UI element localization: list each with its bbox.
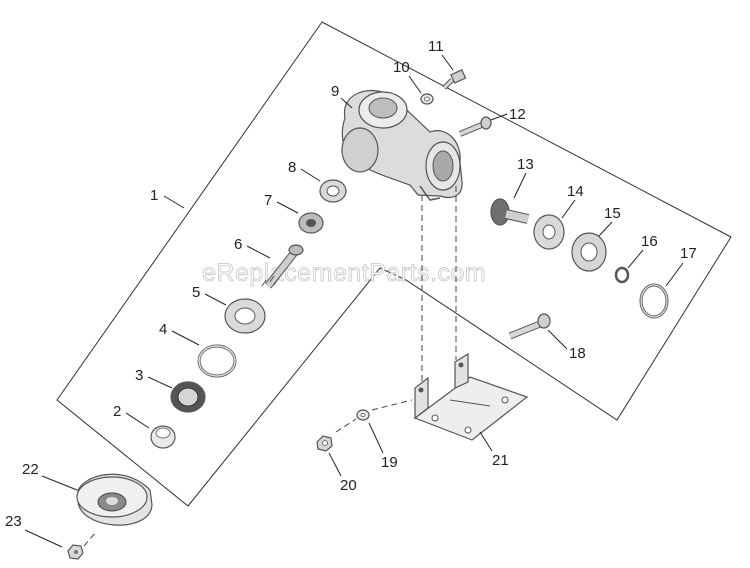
callout-9: 9 [331,83,339,100]
callout-21: 21 [492,452,509,469]
part-13-bevel-gear[interactable] [490,198,530,226]
part-19-washer[interactable] [356,409,370,421]
callout-12: 12 [509,106,526,123]
part-22-cup[interactable] [76,473,153,526]
part-21-bracket[interactable] [413,352,529,441]
part-3-seal[interactable] [170,381,206,413]
part-16-washer[interactable] [614,266,630,284]
part-18-bolt[interactable] [508,313,551,340]
callouts: 1 2 3 4 5 6 7 8 9 10 11 12 13 14 15 16 1 [5,38,697,548]
assembly-boundary [56,21,732,507]
callout-2: 2 [113,403,121,420]
part-15-bearing[interactable] [571,232,607,272]
callout-18: 18 [569,345,586,362]
part-14-bearing[interactable] [533,214,565,250]
callout-15: 15 [604,205,621,222]
part-10-washer[interactable] [420,93,434,105]
callout-1: 1 [150,187,158,204]
callout-16: 16 [641,233,658,250]
callout-3: 3 [135,367,143,384]
callout-7: 7 [264,192,272,209]
part-2-spacer[interactable] [150,425,176,449]
part-8-bearing[interactable] [319,179,347,203]
part-23-nut[interactable] [67,544,84,560]
part-12-screw[interactable] [458,116,492,137]
callout-20: 20 [340,477,357,494]
callout-13: 13 [517,156,534,173]
part-17-snap-ring[interactable] [639,283,669,319]
callout-19: 19 [381,454,398,471]
callout-8: 8 [288,159,296,176]
part-9-gear-case[interactable] [341,89,463,201]
callout-23: 23 [5,513,22,530]
callout-4: 4 [159,321,167,338]
part-20-nut[interactable] [316,435,333,452]
callout-5: 5 [192,284,200,301]
part-7-gear[interactable] [298,212,324,234]
callout-10: 10 [393,59,410,76]
callout-14: 14 [567,183,584,200]
alignment-lines [83,186,457,547]
callout-22: 22 [22,461,39,478]
callout-17: 17 [680,245,697,262]
part-4-snap-ring[interactable] [197,344,237,378]
callout-6: 6 [234,236,242,253]
callout-11: 11 [428,38,444,55]
part-11-bolt[interactable] [442,69,467,90]
watermark: eReplacementParts.com [202,259,486,287]
part-5-bearing[interactable] [224,298,266,334]
part-6-gear-shaft[interactable] [261,244,304,289]
